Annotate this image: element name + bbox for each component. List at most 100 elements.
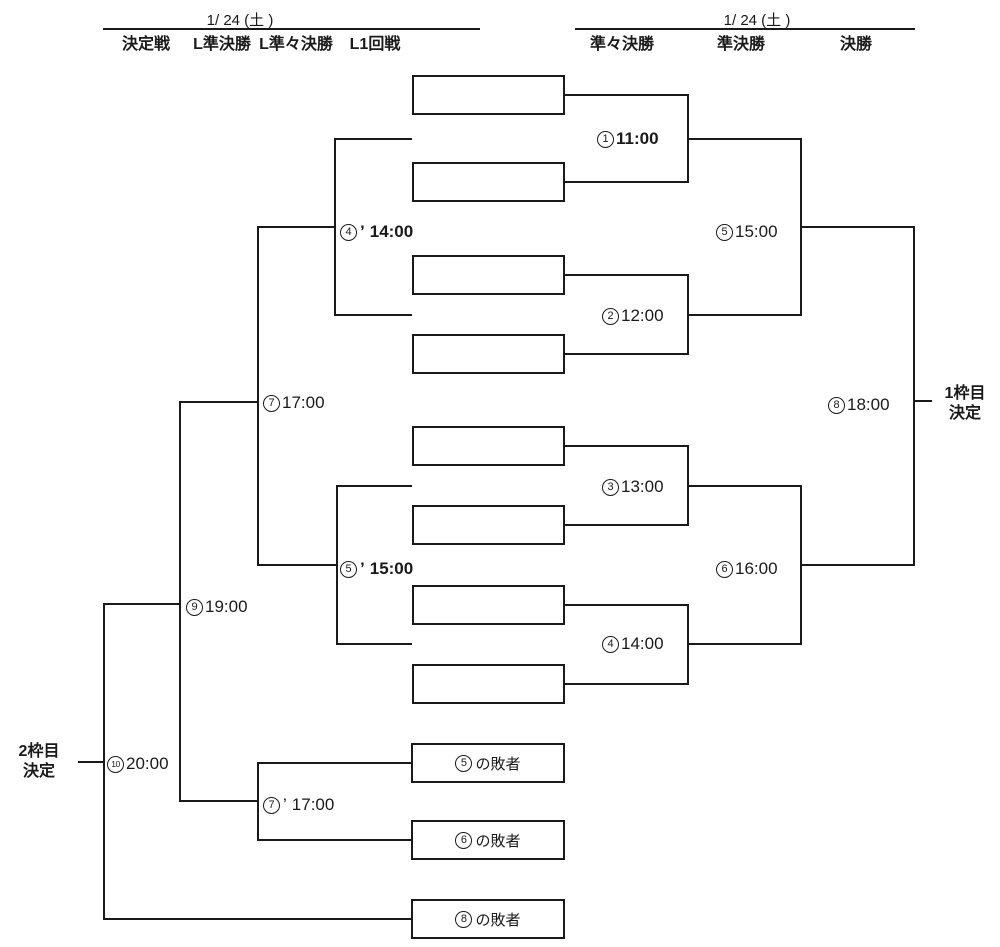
- line-pair3-left: [336, 485, 412, 487]
- match-time: 20:00: [126, 754, 169, 773]
- feed-box-label: の敗者: [475, 832, 521, 850]
- match-number-circle: 3: [602, 478, 619, 496]
- header-col-l-round1: L1回戦: [349, 36, 401, 53]
- match-label-7-prime: 7 ’ 17:00: [263, 794, 334, 816]
- header-col-final: 決勝: [839, 36, 872, 53]
- match-number-circle: 2: [602, 307, 619, 325]
- match-label-8: 8 18:00: [828, 394, 890, 416]
- match-label-1: 1 11:00: [597, 128, 659, 150]
- match-time: 16:00: [735, 559, 778, 578]
- line-l4-vertical: [334, 138, 336, 316]
- line-sf2-out: [800, 564, 915, 566]
- winner-result-line1: 1枠目: [944, 385, 986, 402]
- loser-feed-box-6: 6 の敗者: [411, 820, 565, 860]
- team-slot-box-1: [412, 75, 565, 115]
- line-sf1-out: [800, 226, 915, 228]
- line-l7p-bottom: [257, 839, 411, 841]
- line-pair4-left: [336, 643, 412, 645]
- match-time: 14:00: [621, 634, 664, 653]
- match-label-3: 3 13:00: [602, 476, 664, 498]
- match-label-9: 9 19:00: [186, 596, 248, 618]
- match-number-circle: 4: [602, 635, 619, 653]
- prime-mark: ’: [283, 795, 287, 814]
- match-label-5-prime: 5 ’ 15:00: [340, 558, 413, 580]
- match-time: 15:00: [735, 222, 778, 241]
- match-number-circle: 9: [186, 598, 203, 616]
- line-l9-out: [103, 603, 179, 605]
- line-l7p-top: [257, 762, 411, 764]
- match-number-circle: 8: [455, 910, 473, 928]
- match-label-6: 6 16:00: [716, 558, 778, 580]
- header-right-date: 1/ 24 (土 ): [723, 12, 791, 29]
- team-slot-box-8: [412, 664, 565, 704]
- prime-mark: ’: [360, 559, 365, 578]
- line-l7p-out: [179, 800, 257, 802]
- match-number-circle: 7: [263, 394, 280, 412]
- match-label-4: 4 14:00: [602, 633, 664, 655]
- match-time: 15:00: [369, 559, 414, 578]
- line-l7-out: [179, 401, 257, 403]
- match-number-circle: 7: [263, 796, 280, 814]
- line-box8-stub: [565, 683, 687, 685]
- match-number-circle: 5: [455, 754, 473, 772]
- match-time: 11:00: [616, 129, 659, 148]
- loser-feed-box-5: 5 の敗者: [411, 743, 565, 783]
- line-qf4-out: [687, 643, 802, 645]
- match-label-10: 10 20:00: [107, 753, 169, 775]
- header-col-l-quarterfinal: L準々決勝: [259, 36, 333, 53]
- team-slot-box-6: [412, 505, 565, 545]
- header-col-l-semifinal: L準決勝: [193, 36, 251, 53]
- team-slot-box-3: [412, 255, 565, 295]
- line-box3-stub: [565, 274, 687, 276]
- match-label-7: 7 17:00: [263, 392, 325, 414]
- line-l10-out: [78, 761, 103, 763]
- match-time: 12:00: [621, 306, 664, 325]
- match-time: 18:00: [847, 395, 890, 414]
- line-l4-out: [257, 226, 334, 228]
- match-number-circle: 4: [340, 223, 357, 241]
- match-time: 17:00: [282, 393, 325, 412]
- header-left-date: 1/ 24 (土 ): [206, 12, 274, 29]
- winner-result-label: 1枠目 決定: [936, 384, 994, 424]
- header-col-kettesen: 決定戦: [121, 36, 170, 53]
- match-time: 14:00: [369, 222, 414, 241]
- line-qf2-out: [687, 314, 802, 316]
- match-number-circle: 6: [455, 831, 473, 849]
- match-number-circle: 10: [107, 755, 124, 773]
- loser-result-line1: 2枠目: [18, 743, 60, 760]
- team-slot-box-5: [412, 426, 565, 466]
- match-time: 19:00: [205, 597, 248, 616]
- line-l9-vertical: [179, 401, 181, 802]
- line-l5-out: [257, 564, 336, 566]
- line-qf3-out: [687, 485, 802, 487]
- line-pair2-left: [334, 314, 412, 316]
- feed-box-label: の敗者: [475, 755, 521, 773]
- match-number-circle: 5: [716, 223, 733, 241]
- header-col-semifinal: 準決勝: [716, 36, 765, 53]
- winner-result-line2: 決定: [948, 405, 981, 422]
- line-qf1-out: [687, 138, 802, 140]
- line-box5-stub: [565, 445, 687, 447]
- match-time: 17:00: [291, 795, 335, 814]
- match-label-4-prime: 4 ’ 14:00: [340, 221, 413, 243]
- match-label-5: 5 15:00: [716, 221, 778, 243]
- loser-feed-box-8: 8 の敗者: [411, 899, 565, 939]
- line-l10-vertical: [103, 603, 105, 920]
- team-slot-box-4: [412, 334, 565, 374]
- match-number-circle: 5: [340, 560, 357, 578]
- match-number-circle: 8: [828, 396, 845, 414]
- feed-box-label: の敗者: [475, 911, 521, 929]
- loser-result-label: 2枠目 決定: [10, 742, 68, 782]
- header-left-underline: [103, 28, 480, 30]
- match-label-2: 2 12:00: [602, 305, 664, 327]
- line-final-out: [913, 400, 932, 402]
- line-box4-stub: [565, 353, 687, 355]
- match-time: 13:00: [621, 477, 664, 496]
- line-box6-stub: [565, 524, 687, 526]
- line-box7-stub: [565, 604, 687, 606]
- line-pair1-left: [334, 138, 412, 140]
- team-slot-box-7: [412, 585, 565, 625]
- line-l7-vertical: [257, 226, 259, 566]
- line-l5-vertical: [336, 485, 338, 645]
